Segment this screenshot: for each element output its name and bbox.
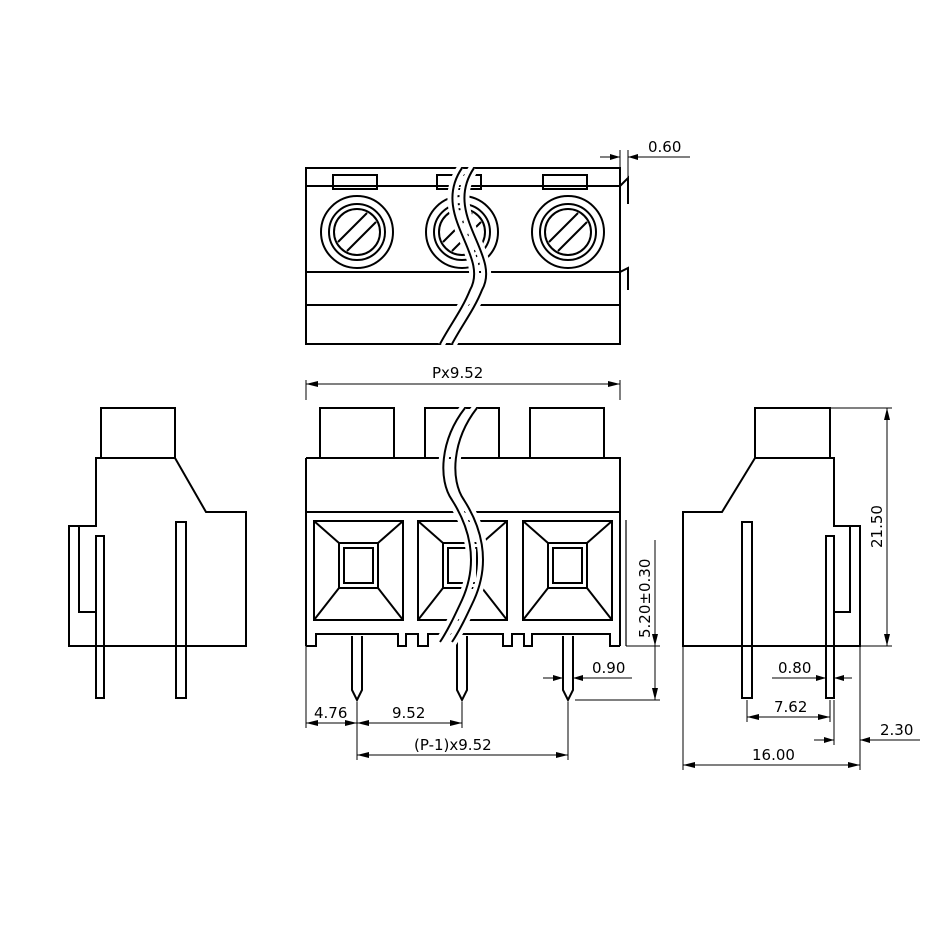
screw-head-3 [531,195,605,269]
latch-slot-3 [542,174,588,190]
left-pin-1 [95,535,105,699]
dim-top-thickness-label: 0.60 [648,138,681,156]
latch-slot-1 [332,174,378,190]
right-pin-1 [741,521,753,699]
left-side-view [68,407,247,699]
dim-pin-span: (P-1)x9.52 [357,736,568,758]
dim-pin-height-label: 5.20±0.30 [636,559,654,638]
dim-pin-height: 5.20±0.30 [575,540,660,701]
dim-pin-span-label: (P-1)x9.52 [414,736,492,754]
right-pin-2 [825,535,835,699]
dim-overall-depth: 16.00 [682,646,860,770]
pin-3 [562,636,574,703]
dim-pitch-label: 9.52 [392,704,425,722]
dim-pin-thickness-label: 0.80 [778,659,811,677]
top-view-break-line [435,165,492,347]
clamp-opening-3 [522,520,613,621]
dim-side-offset: 2.30 [814,646,920,770]
front-view [305,404,627,703]
pin-1 [351,636,363,703]
dim-top-thickness: 0.60 [600,138,690,178]
dim-pin-thickness: 0.80 [772,659,852,681]
dim-side-offset-label: 2.30 [880,721,913,739]
top-view [305,165,629,347]
dim-edge-and-pitch: 4.76 9.52 [305,646,569,760]
dim-pin-width: 0.90 [543,659,632,681]
dim-edge-offset-label: 4.76 [314,704,347,722]
screw-head-1 [320,195,394,269]
dim-overall-height: 21.50 [830,407,892,647]
housing-top-1 [319,407,395,459]
dim-row-spacing-label: 7.62 [774,698,807,716]
dim-overall-height-label: 21.50 [868,505,886,548]
dim-pitch-total: Px9.52 [305,364,621,400]
right-side-view [682,407,861,699]
pin-2 [456,636,468,703]
left-pin-2 [175,521,187,699]
housing-top-3 [529,407,605,459]
dim-pitch-total-label: Px9.52 [432,364,483,382]
clamp-opening-1 [313,520,404,621]
dim-pin-width-label: 0.90 [592,659,625,677]
front-view-break-line [435,404,488,645]
dim-overall-depth-label: 16.00 [752,746,795,764]
dim-row-spacing: 7.62 [746,698,831,722]
top-view-outline [305,167,621,345]
